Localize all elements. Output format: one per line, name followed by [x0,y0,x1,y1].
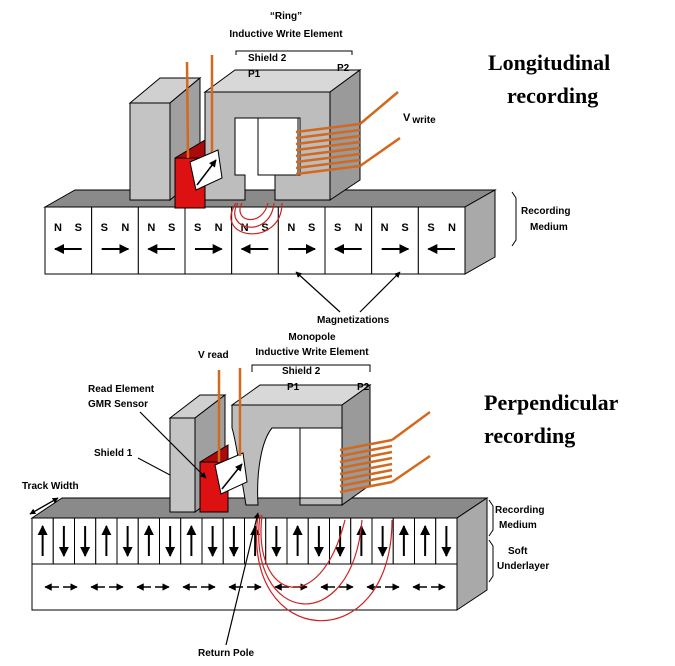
pole-label: S [261,222,268,234]
monopole-label-1: Monopole [288,332,336,343]
pole-label: S [101,222,108,234]
perp-magnet-cell [222,517,245,565]
pole-label: N [54,222,62,234]
perp-magnet-cell [435,517,458,565]
p1-label-top: P1 [248,69,261,80]
perpendicular-section: V read Monopole Inductive Write Element … [22,332,619,659]
pole-label: S [334,222,341,234]
longitudinal-title-line2: recording [507,83,598,108]
perp-magnet-cell [52,517,75,565]
return-pole-label: Return Pole [198,648,255,659]
ring-element-label: Inductive Write Element [229,29,343,40]
medium-label-bottom-1: Recording [495,505,544,516]
pole-label: S [168,222,175,234]
p1-label-bottom: P1 [287,382,300,393]
pole-label: N [241,222,249,234]
perp-magnet-cell [74,517,97,565]
perpendicular-field-lines [255,514,393,622]
pole-label: S [427,222,434,234]
perp-magnet-cell [392,517,415,565]
ring-write-head [203,69,362,201]
perp-magnet-cell [307,517,330,565]
monopole-label-2: Inductive Write Element [255,347,369,358]
pole-label: N [215,222,223,234]
medium-bracket-top [511,191,517,247]
perpendicular-medium-block [30,497,489,611]
longitudinal-title-line1: Longitudinal [488,50,610,75]
longitudinal-field-lines [230,202,283,235]
underlayer-label-1: Soft [508,546,528,557]
shield2-label-top: Shield 2 [248,53,287,64]
read-element-label-1: Read Element [88,384,155,395]
pole-label: S [75,222,82,234]
perp-magnet-cell [329,517,352,565]
longitudinal-read-sensor [174,139,223,209]
pole-label: N [381,222,389,234]
perp-magnet-cell [159,517,182,565]
perp-magnet-cell [414,517,437,565]
p2-label-bottom: P2 [357,382,370,393]
pole-label: N [448,222,456,234]
longitudinal-write-coil [295,91,401,176]
monopole-write-head [230,384,372,506]
longitudinal-leads [185,55,214,159]
pole-label: S [194,222,201,234]
vread-label: V read [198,350,229,361]
medium-label-top-1: Recording [521,206,570,217]
ring-title: “Ring” [270,11,302,22]
underlayer-bracket [488,539,494,583]
perp-magnet-cell [265,517,288,565]
perp-magnet-cell [137,517,160,565]
pole-label: N [147,222,155,234]
p2-label-top: P2 [337,63,350,74]
perp-magnet-cell [116,517,139,565]
perp-magnet-cell [31,517,54,565]
shield2-label-bottom: Shield 2 [282,366,321,377]
pole-label: S [308,222,315,234]
pole-label: N [287,222,295,234]
magnetizations-label: Magnetizations [317,315,390,326]
ring-bracket [235,50,353,55]
medium-label-top-2: Medium [530,222,568,233]
medium-bracket-bottom [488,499,494,537]
perpendicular-title-line1: Perpendicular [484,390,619,415]
shield1-label: Shield 1 [94,448,133,459]
perp-magnet-cell [201,517,224,565]
read-element-label-2: GMR Sensor [88,399,148,410]
pole-label: N [121,222,129,234]
monopole-bracket [251,364,371,372]
pole-label: N [355,222,363,234]
perp-magnet-cell [180,517,203,565]
perpendicular-title-line2: recording [484,423,575,448]
medium-label-bottom-2: Medium [499,520,537,531]
gmr-read-sensor [199,444,248,513]
track-width-label: Track Width [22,481,79,492]
pole-label: S [401,222,408,234]
perp-magnet-cell [286,517,309,565]
perp-magnet-cell [371,517,394,565]
perp-magnet-cell [95,517,118,565]
underlayer-label-2: Underlayer [497,561,549,572]
perpendicular-leads [217,368,242,462]
perpendicular-write-coil [339,410,431,494]
